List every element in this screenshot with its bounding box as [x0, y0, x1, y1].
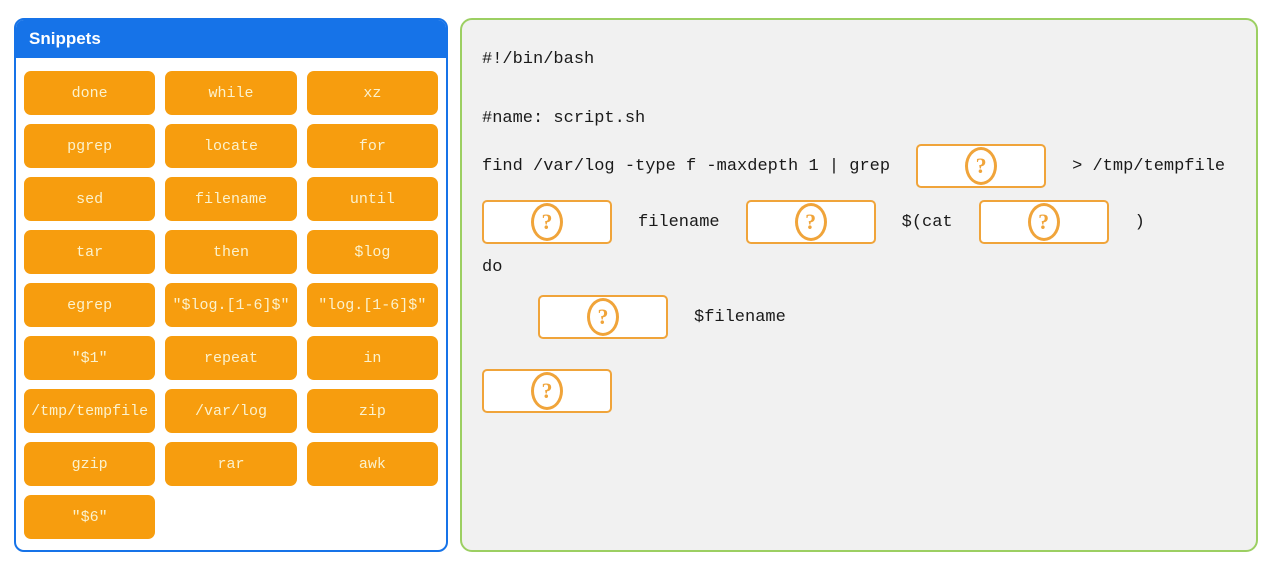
snippet-quoted-dollar-6[interactable]: "$6" [24, 495, 156, 539]
snippet-repeat[interactable]: repeat [165, 336, 297, 380]
do-line: do [482, 258, 1236, 277]
snippet-awk[interactable]: awk [306, 442, 438, 486]
answer-slot-body-command[interactable]: ? [538, 295, 668, 339]
snippets-grid: done while xz pgrep locate for sed filen… [16, 58, 446, 550]
snippet-in[interactable]: in [306, 336, 438, 380]
redirect-text: > /tmp/tempfile [1072, 156, 1226, 176]
cat-subshell-text: $(cat [901, 212, 953, 232]
question-mark-icon: ? [1027, 203, 1060, 241]
answer-slot-cat-file[interactable]: ? [978, 200, 1109, 244]
question-mark-icon: ? [531, 203, 563, 241]
snippet-quoted-dollar-log-pattern[interactable]: "$log.[1-6]$" [165, 283, 297, 327]
snippet-dollar-log[interactable]: $log [306, 230, 438, 274]
snippet-var-log[interactable]: /var/log [165, 389, 297, 433]
loop-end-line: ? [482, 369, 1236, 413]
find-command-text: find /var/log -type f -maxdepth 1 | grep [482, 156, 891, 176]
loop-variable-text: filename [638, 212, 720, 232]
snippets-panel: Snippets done while xz pgrep locate for … [14, 18, 448, 552]
snippet-tmp-tempfile[interactable]: /tmp/tempfile [24, 389, 156, 433]
snippet-gzip[interactable]: gzip [24, 442, 156, 486]
snippets-panel-title: Snippets [29, 29, 101, 48]
snippet-sed[interactable]: sed [24, 177, 156, 221]
answer-slot-loop-end[interactable]: ? [482, 369, 612, 413]
script-panel: #!/bin/bash #name: script.sh find /var/l… [460, 18, 1258, 552]
shebang-text: #!/bin/bash [482, 50, 595, 69]
shebang-line: #!/bin/bash [482, 50, 1236, 69]
snippets-panel-header: Snippets [16, 20, 446, 58]
snippet-rar[interactable]: rar [165, 442, 297, 486]
answer-slot-grep-pattern[interactable]: ? [916, 144, 1047, 188]
question-mark-icon: ? [531, 372, 563, 410]
snippet-egrep[interactable]: egrep [24, 283, 156, 327]
snippet-for[interactable]: for [306, 124, 438, 168]
snippet-while[interactable]: while [165, 71, 297, 115]
close-paren-text: ) [1134, 212, 1145, 232]
snippet-locate[interactable]: locate [165, 124, 297, 168]
find-command-line: find /var/log -type f -maxdepth 1 | grep… [482, 144, 1236, 188]
question-mark-icon: ? [794, 203, 827, 241]
answer-slot-loop-keyword[interactable]: ? [482, 200, 612, 244]
script-name-comment-text: #name: script.sh [482, 109, 646, 128]
answer-slot-in-keyword[interactable]: ? [745, 200, 876, 244]
snippet-filename[interactable]: filename [165, 177, 297, 221]
question-mark-icon: ? [965, 147, 998, 185]
snippet-until[interactable]: until [306, 177, 438, 221]
snippet-tar[interactable]: tar [24, 230, 156, 274]
snippet-xz[interactable]: xz [306, 71, 438, 115]
snippet-quoted-dollar-1[interactable]: "$1" [24, 336, 156, 380]
snippet-then[interactable]: then [165, 230, 297, 274]
snippet-done[interactable]: done [24, 71, 156, 115]
script-name-comment-line: #name: script.sh [482, 109, 1236, 128]
loop-body-line: ? $filename [482, 295, 1236, 339]
question-mark-icon: ? [587, 298, 619, 336]
snippet-zip[interactable]: zip [306, 389, 438, 433]
do-keyword-text: do [482, 258, 503, 277]
snippet-pgrep[interactable]: pgrep [24, 124, 156, 168]
snippet-quoted-log-pattern[interactable]: "log.[1-6]$" [306, 283, 438, 327]
loop-body-arg-text: $filename [694, 307, 786, 327]
loop-header-line: ? filename ? $(cat ? ) [482, 200, 1236, 244]
